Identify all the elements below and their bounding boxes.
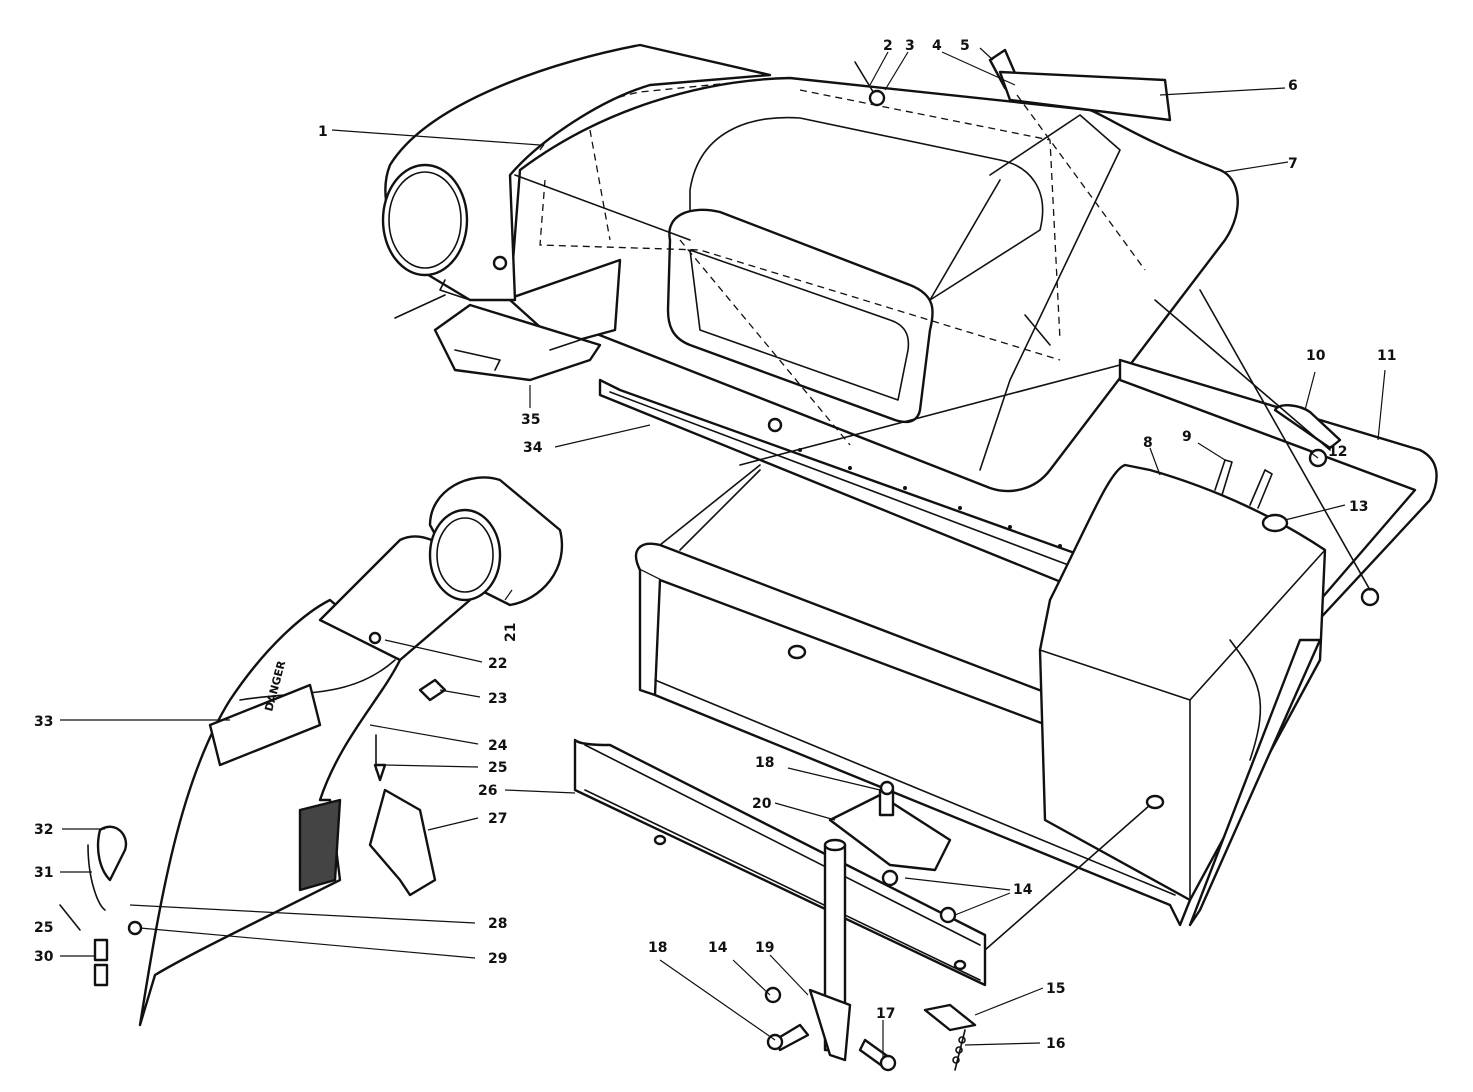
leader-lines <box>60 47 1386 1058</box>
callout-18a: 18 <box>755 755 774 771</box>
callout-11: 11 <box>1377 348 1396 364</box>
callout-7: 7 <box>1288 156 1298 172</box>
callout-22: 22 <box>488 656 507 672</box>
callout-30: 30 <box>34 949 54 965</box>
grass-bag <box>1038 463 1327 927</box>
mounting-bracket <box>828 780 957 924</box>
callout-14a: 14 <box>1013 882 1033 898</box>
callout-28: 28 <box>488 916 507 932</box>
callout-24: 24 <box>488 738 508 754</box>
mount-post <box>764 838 897 1072</box>
chute-hardware <box>59 631 447 987</box>
callout-23: 23 <box>488 691 507 707</box>
mounting-rail <box>573 738 1165 987</box>
callout-12: 12 <box>1328 444 1347 460</box>
bracket-35 <box>433 303 602 382</box>
callout-8: 8 <box>1143 435 1153 451</box>
callout-34: 34 <box>523 440 543 456</box>
latch-and-chain <box>923 1003 977 1071</box>
callout-19: 19 <box>755 940 774 956</box>
callout-15: 15 <box>1046 981 1065 997</box>
callout-17: 17 <box>876 1006 895 1022</box>
callout-27: 27 <box>488 811 507 827</box>
callout-20: 20 <box>752 796 772 812</box>
cover-hardware <box>394 48 1371 591</box>
callout-2: 2 <box>883 38 893 54</box>
callout-35: 35 <box>521 412 540 428</box>
callout-29: 29 <box>488 951 507 967</box>
callout-9: 9 <box>1182 429 1192 445</box>
callout-10: 10 <box>1306 348 1326 364</box>
callout-26: 26 <box>478 783 497 799</box>
callout-3: 3 <box>905 38 915 54</box>
bag-straps <box>1214 459 1289 533</box>
callout-33: 33 <box>34 714 53 730</box>
cover-discharge-elbow <box>381 43 772 302</box>
callout-31: 31 <box>34 865 53 881</box>
discharge-chute: DANGER <box>138 535 472 1027</box>
callout-25a: 25 <box>488 760 507 776</box>
callout-25b: 25 <box>34 920 53 936</box>
callout-16: 16 <box>1046 1036 1065 1052</box>
callout-14b: 14 <box>708 940 728 956</box>
callout-labels: 1 2 3 4 5 6 7 8 9 10 11 12 13 14 14 15 1… <box>34 38 1396 1052</box>
chute-tubes <box>428 476 563 607</box>
callout-1: 1 <box>318 124 328 140</box>
callout-18b: 18 <box>648 940 667 956</box>
callout-32: 32 <box>34 822 53 838</box>
callout-21: 21 <box>503 623 519 642</box>
callout-6: 6 <box>1288 78 1298 94</box>
grass-bag-cover <box>503 76 1239 493</box>
callout-13: 13 <box>1349 499 1368 515</box>
callout-5: 5 <box>960 38 970 54</box>
callout-4: 4 <box>932 38 942 54</box>
